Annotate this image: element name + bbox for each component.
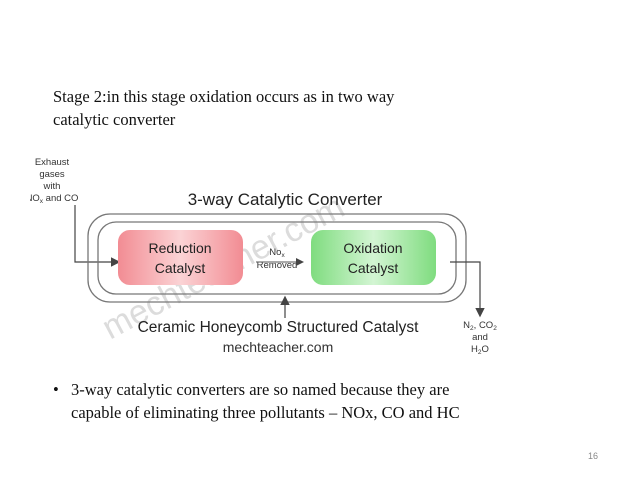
output-co-sub: 2 xyxy=(493,325,497,332)
reduction-catalyst-block xyxy=(118,230,243,285)
page-number: 16 xyxy=(587,451,598,461)
converter-outer-shell xyxy=(87,213,467,303)
converter-inner-shell xyxy=(97,221,457,295)
output-o-text: O xyxy=(482,344,489,355)
output-arrow xyxy=(450,261,485,318)
nox-sub: x xyxy=(281,252,285,259)
output-co-text: , CO xyxy=(474,320,494,331)
input-label-line-3: with xyxy=(43,181,61,192)
diagram-title: 3-way Catalytic Converter xyxy=(188,190,383,209)
bullet-dot: • xyxy=(53,380,59,399)
output-h-sub: 2 xyxy=(478,349,482,356)
output-h-text: H xyxy=(471,344,478,355)
output-n-sub: 2 xyxy=(470,325,474,332)
catalytic-converter-diagram: mechteacher.com Exhaust gases with NOx a… xyxy=(30,150,540,360)
reduction-label-1: Reduction xyxy=(148,240,211,256)
reduction-label-2: Catalyst xyxy=(155,260,206,276)
output-n-text: N xyxy=(463,320,470,331)
bullet-line-1: 3-way catalytic converters are so named … xyxy=(71,380,450,399)
site-label: mechteacher.com xyxy=(223,339,334,355)
honeycomb-label: Ceramic Honeycomb Structured Catalyst xyxy=(138,319,420,336)
input-label-line-4: NOx and CO xyxy=(30,193,78,205)
output-label-line-1: N2, CO2 xyxy=(463,320,497,332)
nox-text: No xyxy=(269,247,281,258)
stage-line-2: catalytic converter xyxy=(53,110,176,129)
bullet-text: 3-way catalytic converters are so named … xyxy=(71,378,591,424)
output-label-line-2: and xyxy=(472,332,488,343)
oxidation-label-1: Oxidation xyxy=(343,240,402,256)
diagram-svg: mechteacher.com Exhaust gases with NOx a… xyxy=(30,157,497,356)
input-nox-text: NO xyxy=(30,193,40,204)
output-label-line-3: H2O xyxy=(471,344,489,356)
oxidation-label-2: Catalyst xyxy=(348,260,399,276)
input-arrow xyxy=(74,205,121,267)
input-nox-sub: x xyxy=(40,198,44,205)
stage-description: Stage 2:in this stage oxidation occurs a… xyxy=(53,85,523,131)
nox-removed-line-2: Removed xyxy=(257,260,298,271)
oxidation-catalyst-block xyxy=(311,230,436,285)
input-and-co: and CO xyxy=(43,193,78,204)
stage-line-1: Stage 2:in this stage oxidation occurs a… xyxy=(53,87,395,106)
input-label-line-1: Exhaust xyxy=(35,157,70,168)
nox-removed-line-1: Nox xyxy=(269,247,285,259)
bullet-line-2: capable of eliminating three pollutants … xyxy=(71,403,460,422)
input-label-line-2: gases xyxy=(39,169,65,180)
